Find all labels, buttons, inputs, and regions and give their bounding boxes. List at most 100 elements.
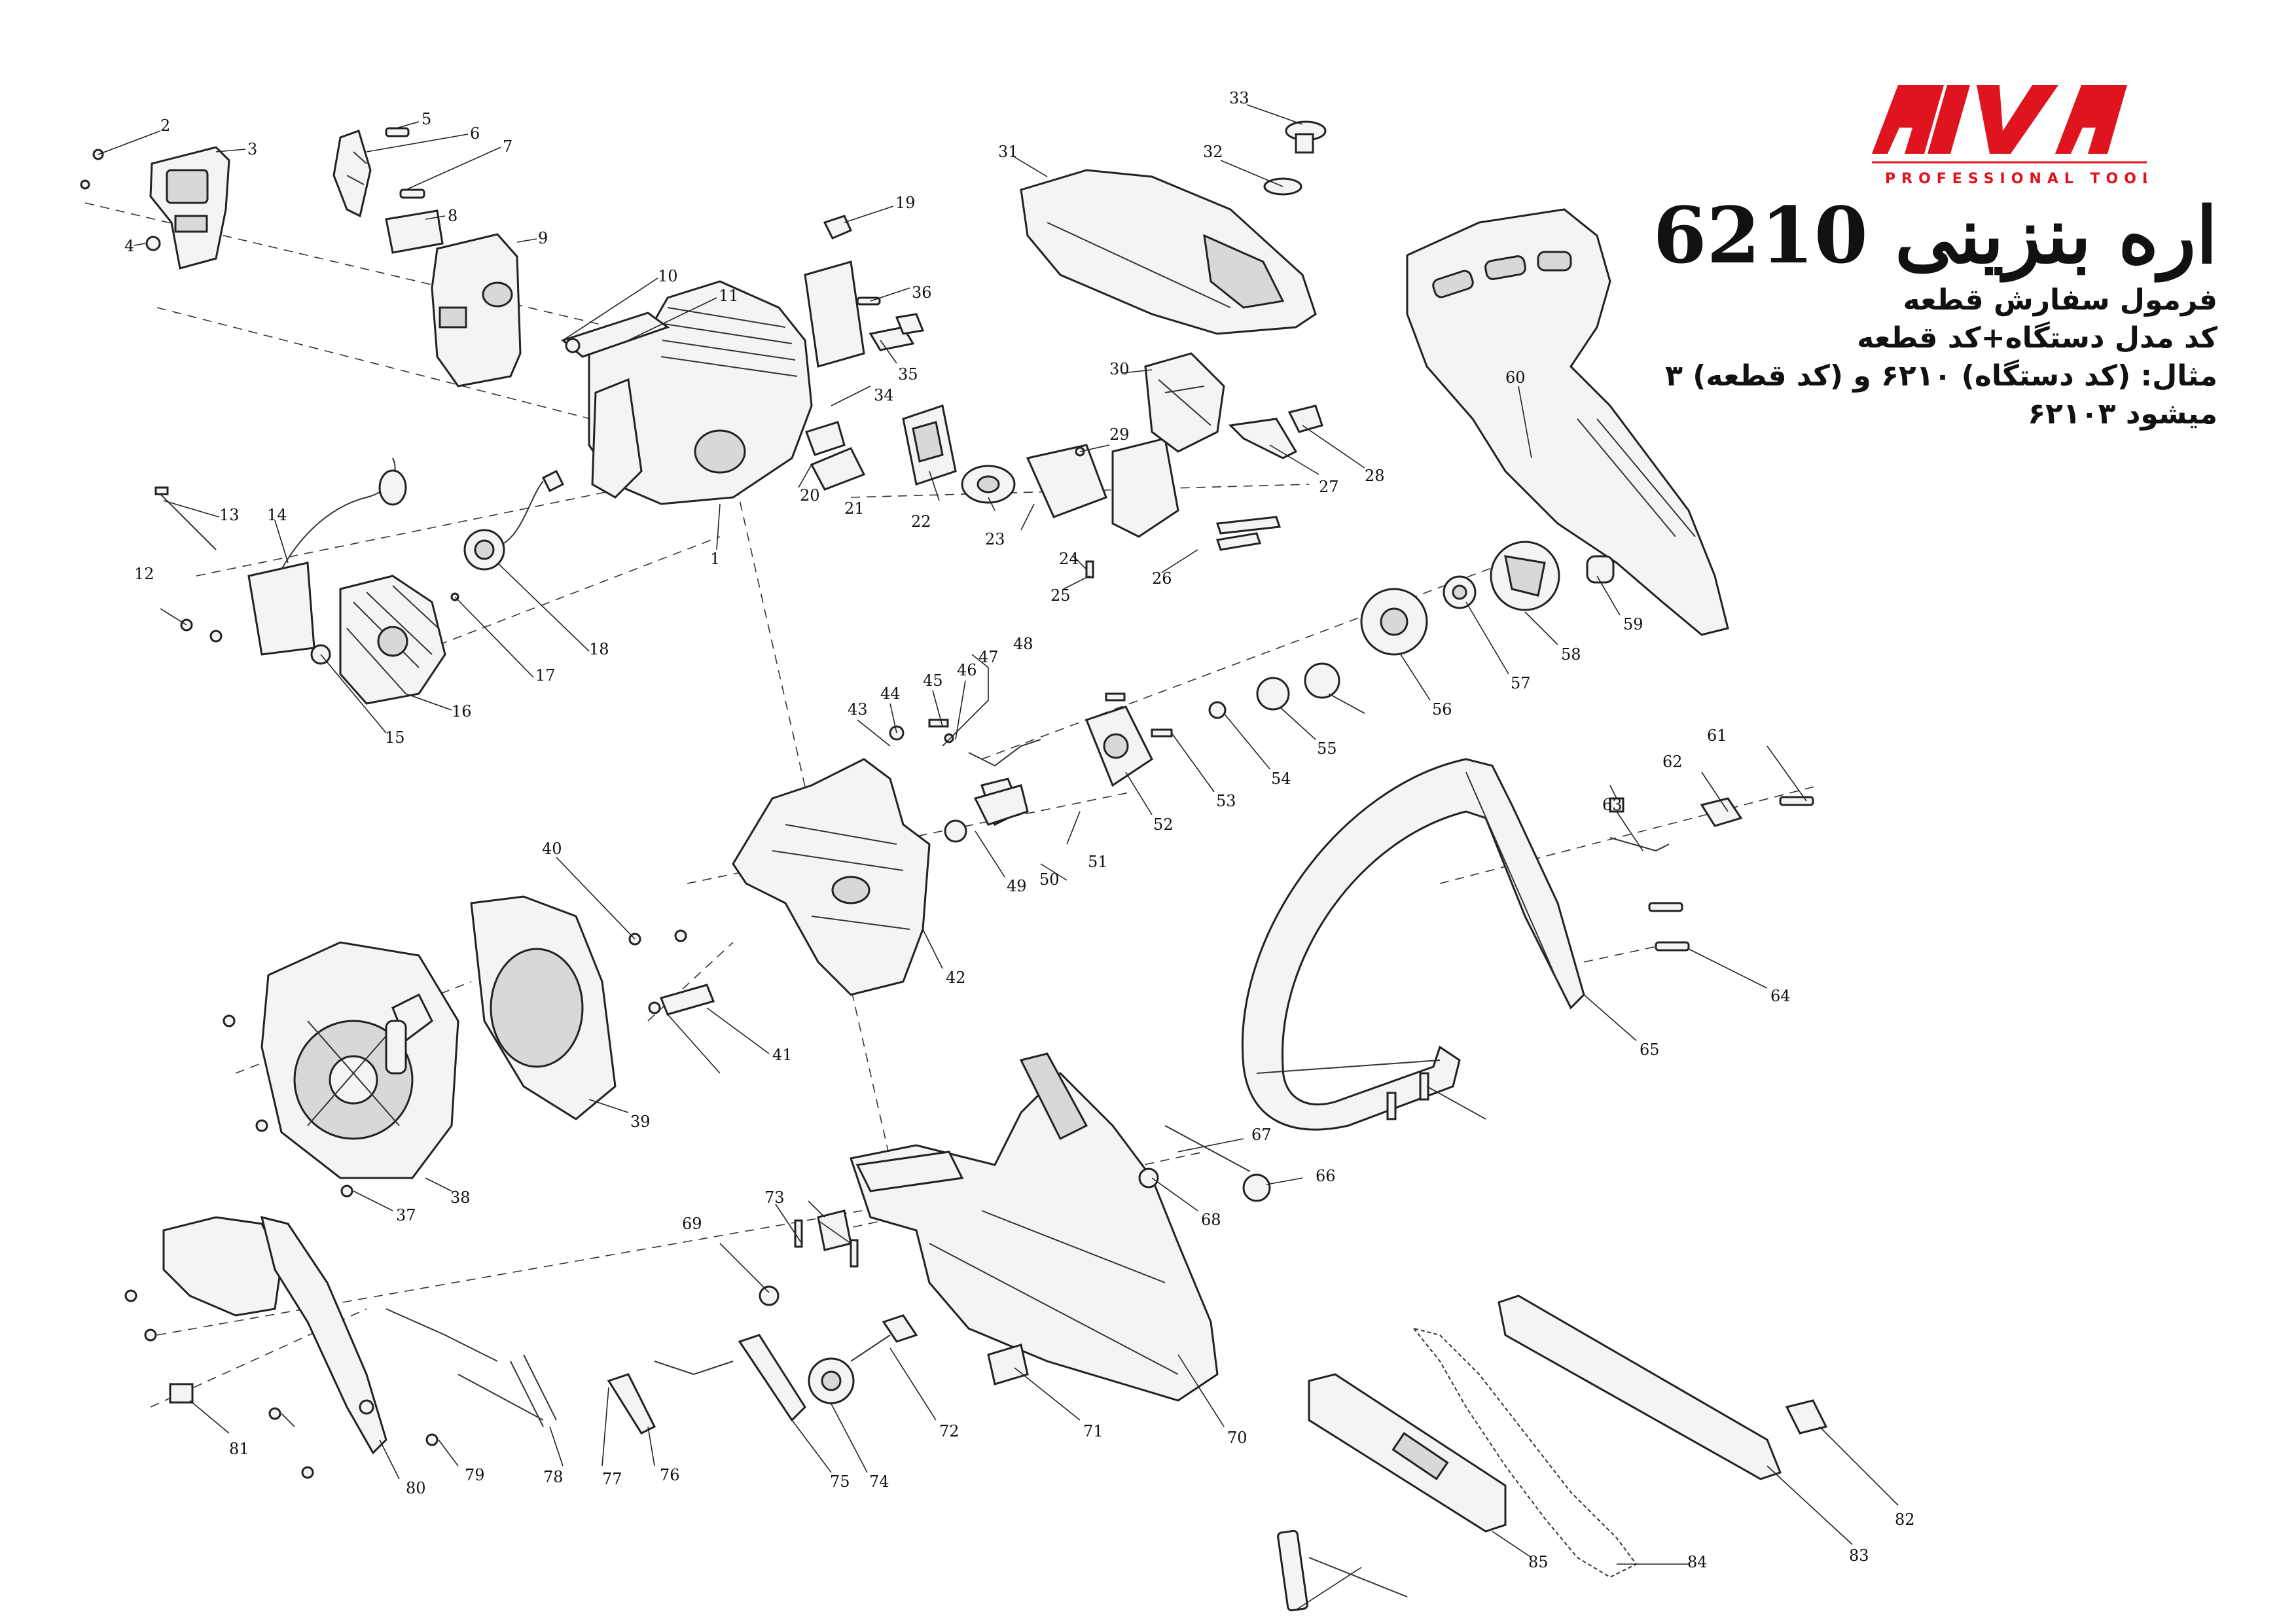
logo-mark xyxy=(1872,85,2127,154)
top-cover xyxy=(1020,120,1327,335)
oil-pump-group xyxy=(889,719,1041,843)
part-label: 50 xyxy=(1039,870,1060,889)
main-housing xyxy=(759,1052,1271,1402)
brand-logo: PROFESSIONAL TOOLS xyxy=(1872,85,2147,187)
title-block: اره بنزینی 6210 فرمول سفارش قطعه کد مدل … xyxy=(1563,190,2217,433)
part-label: 85 xyxy=(1528,1553,1549,1571)
order-example-result: میشود ۶۲۱۰۳ xyxy=(2028,397,2217,431)
part-label: 2 xyxy=(160,116,170,135)
part-label: 15 xyxy=(385,728,405,747)
muffler-group xyxy=(80,127,522,387)
part-label: 83 xyxy=(1849,1546,1869,1565)
part-label: 13 xyxy=(219,506,240,524)
part-label: 81 xyxy=(229,1440,249,1458)
part-label: 68 xyxy=(1201,1211,1221,1229)
part-label: 39 xyxy=(630,1113,651,1131)
part-label: 6 xyxy=(470,124,480,143)
part-label: 4 xyxy=(124,237,134,255)
part-label: 66 xyxy=(1316,1167,1336,1185)
part-label: 32 xyxy=(1203,143,1223,161)
part-label: 36 xyxy=(912,283,932,302)
order-example: مثال: (کد دستگاه) ۶۲۱۰ و (کد قطعه) ۳ xyxy=(1665,359,2217,393)
part-label: 19 xyxy=(895,194,916,212)
part-label: 57 xyxy=(1511,674,1531,692)
part-label: 75 xyxy=(830,1472,850,1491)
part-label: 62 xyxy=(1662,753,1683,771)
ignition-group xyxy=(154,457,565,705)
part-label: 73 xyxy=(764,1188,785,1207)
leader-lines xyxy=(98,104,1899,1611)
part-label: 18 xyxy=(589,640,609,658)
part-label: 61 xyxy=(1707,726,1727,745)
part-label: 63 xyxy=(1602,796,1623,814)
part-label: 7 xyxy=(503,137,512,156)
part-label: 49 xyxy=(1007,877,1027,895)
part-label: 59 xyxy=(1623,615,1643,633)
part-label: 23 xyxy=(985,530,1005,548)
part-label: 78 xyxy=(543,1468,564,1486)
part-label: 30 xyxy=(1109,360,1130,378)
part-label: 48 xyxy=(1013,635,1033,653)
part-label: 21 xyxy=(844,499,865,518)
part-label: 60 xyxy=(1505,368,1526,387)
part-label: 53 xyxy=(1216,792,1236,810)
part-label: 14 xyxy=(267,506,287,524)
bar-chain-group xyxy=(1277,1294,1828,1612)
page-title: اره بنزینی 6210 xyxy=(1653,190,2217,281)
part-label: 51 xyxy=(1088,853,1108,871)
engine-block xyxy=(560,215,925,505)
part-label: 44 xyxy=(880,685,901,703)
part-label: 12 xyxy=(134,565,154,583)
brand-tagline: PROFESSIONAL TOOLS xyxy=(1885,171,2147,187)
part-label: 64 xyxy=(1770,987,1791,1005)
part-label: 3 xyxy=(247,140,257,158)
part-label: 38 xyxy=(450,1188,471,1207)
part-label: 37 xyxy=(396,1206,416,1224)
part-label: 26 xyxy=(1152,569,1172,588)
part-label: 74 xyxy=(869,1472,889,1491)
part-label: 77 xyxy=(602,1470,622,1488)
part-label: 58 xyxy=(1561,645,1581,664)
part-label: 56 xyxy=(1432,700,1452,719)
part-labels: 1 2 3 4 5 6 7 8 9 10 11 12 13 14 15 16 1… xyxy=(124,89,1915,1571)
order-formula: کد مدل دستگاه+کد قطعه xyxy=(1857,321,2217,355)
part-label: 45 xyxy=(923,671,943,690)
part-label: 42 xyxy=(946,969,966,987)
crankcase xyxy=(732,758,931,996)
part-label: 28 xyxy=(1365,467,1385,485)
part-label: 67 xyxy=(1251,1126,1272,1144)
carburetor-group xyxy=(902,352,1323,579)
part-label: 31 xyxy=(998,143,1018,161)
part-label: 82 xyxy=(1895,1510,1915,1529)
part-label: 65 xyxy=(1640,1041,1660,1059)
part-label: 40 xyxy=(542,840,562,858)
part-label: 11 xyxy=(719,287,739,305)
part-label: 33 xyxy=(1229,89,1249,107)
part-label: 47 xyxy=(978,648,999,666)
part-label: 46 xyxy=(957,661,977,679)
part-label: 35 xyxy=(898,365,918,383)
front-handle xyxy=(1242,758,1814,1131)
part-label: 72 xyxy=(939,1422,960,1440)
part-label: 5 xyxy=(422,110,431,128)
part-label: 80 xyxy=(406,1479,426,1497)
part-label: 20 xyxy=(800,486,820,505)
part-label: 43 xyxy=(848,700,868,719)
part-label: 76 xyxy=(660,1466,680,1484)
part-label: 16 xyxy=(452,702,472,721)
part-label: 34 xyxy=(874,386,894,404)
part-label: 52 xyxy=(1153,815,1174,834)
lower-group xyxy=(124,1215,1029,1479)
part-label: 71 xyxy=(1083,1422,1103,1440)
part-label: 79 xyxy=(465,1466,485,1484)
order-formula-heading: فرمول سفارش قطعه xyxy=(1903,283,2217,317)
part-label: 41 xyxy=(772,1046,793,1064)
part-label: 29 xyxy=(1109,425,1130,444)
part-label: 69 xyxy=(682,1215,702,1233)
part-label: 55 xyxy=(1317,740,1337,758)
part-label: 22 xyxy=(911,512,931,531)
starter-group xyxy=(223,895,715,1198)
part-label: 1 xyxy=(710,550,720,568)
part-label: 24 xyxy=(1059,550,1079,568)
